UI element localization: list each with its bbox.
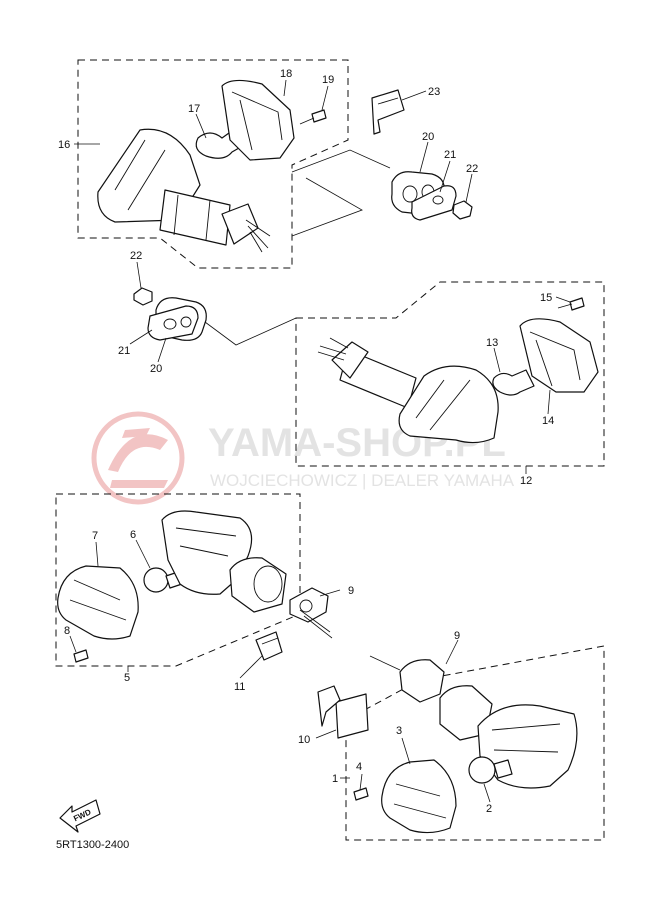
callout-9-lower: 9 bbox=[454, 630, 460, 642]
callout-23: 23 bbox=[428, 86, 440, 98]
callouts: 18 19 17 16 23 20 21 22 22 21 20 15 13 1… bbox=[58, 68, 554, 815]
clip-11 bbox=[255, 631, 283, 661]
bulb-2 bbox=[468, 756, 496, 784]
callout-10: 10 bbox=[298, 734, 310, 746]
grommet-9-lower bbox=[399, 659, 445, 703]
callout-21-lower: 21 bbox=[118, 345, 130, 357]
callout-22-lower: 22 bbox=[130, 250, 142, 262]
screw-15 bbox=[569, 297, 585, 311]
callout-14: 14 bbox=[542, 415, 554, 427]
screw-19 bbox=[311, 109, 327, 123]
screw-8 bbox=[73, 649, 89, 663]
assembly-16-boundary bbox=[77, 59, 349, 269]
lens-7 bbox=[57, 565, 139, 640]
callout-22-upper: 22 bbox=[466, 163, 478, 175]
callout-20-lower: 20 bbox=[150, 363, 162, 375]
bulb-6 bbox=[143, 567, 169, 593]
callout-16: 16 bbox=[58, 139, 70, 151]
socket-5 bbox=[229, 557, 287, 613]
callout-15: 15 bbox=[540, 292, 552, 304]
assembly-12-boundary bbox=[295, 281, 605, 467]
assembly-16 bbox=[77, 59, 473, 269]
nut-22-lower bbox=[133, 287, 153, 306]
grommet-9-upper bbox=[289, 587, 329, 623]
screw-4 bbox=[353, 787, 369, 801]
watermark: YAMA-SHOP.PL WOJCIECHOWICZ | DEALER YAMA… bbox=[91, 411, 515, 505]
callout-9-upper: 9 bbox=[348, 585, 354, 597]
callout-2: 2 bbox=[486, 803, 492, 815]
callout-11: 11 bbox=[234, 681, 245, 693]
callout-20-upper: 20 bbox=[422, 131, 434, 143]
leader-lines bbox=[69, 79, 571, 803]
stem-16 bbox=[159, 189, 231, 246]
pad-10 bbox=[335, 693, 369, 739]
callout-7: 7 bbox=[92, 530, 98, 542]
assembly-1 bbox=[317, 645, 605, 841]
callout-18: 18 bbox=[280, 68, 292, 80]
callout-17: 17 bbox=[188, 103, 200, 115]
callout-6: 6 bbox=[130, 529, 136, 541]
fwd-arrow-icon: FWD bbox=[59, 799, 101, 833]
callout-12: 12 bbox=[520, 475, 532, 487]
callout-21-upper: 21 bbox=[444, 149, 456, 161]
callout-8: 8 bbox=[64, 625, 70, 637]
callout-3: 3 bbox=[396, 725, 402, 737]
bracket-23 bbox=[371, 89, 405, 135]
watermark-logo bbox=[91, 411, 185, 505]
body-5 bbox=[161, 510, 253, 595]
assembly-5 bbox=[55, 493, 333, 667]
stem-collar-12 bbox=[331, 341, 369, 379]
lens-3 bbox=[381, 759, 457, 834]
callout-19: 19 bbox=[322, 74, 334, 86]
lens-housing-12 bbox=[398, 365, 499, 444]
bulb-13 bbox=[492, 369, 535, 396]
mount-set-left bbox=[133, 287, 297, 346]
callout-13: 13 bbox=[486, 337, 498, 349]
callout-5: 5 bbox=[124, 672, 130, 684]
diagram-code: 5RT1300-2400 bbox=[56, 839, 129, 851]
watermark-subtitle: WOJCIECHOWICZ | DEALER YAMAHA bbox=[210, 471, 515, 490]
nut-22-upper bbox=[452, 200, 473, 220]
assembly-12 bbox=[295, 281, 605, 467]
callout-1: 1 bbox=[332, 773, 338, 785]
callout-4: 4 bbox=[356, 761, 362, 773]
